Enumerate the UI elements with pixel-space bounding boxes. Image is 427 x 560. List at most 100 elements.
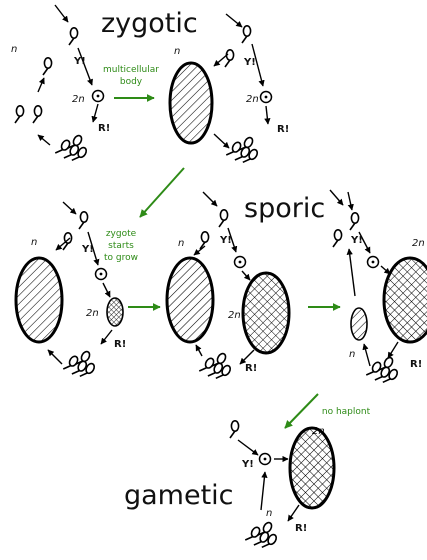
gamete-icon	[32, 105, 43, 124]
meiosis-label: R!	[295, 523, 307, 534]
gamete-icon	[224, 48, 235, 68]
arrow	[195, 344, 203, 357]
zygote-icon	[366, 255, 380, 269]
meiospore-cluster	[54, 132, 89, 166]
syngamy-label: Y!	[81, 244, 94, 255]
syngamy-label: Y!	[350, 235, 363, 246]
gamete-icon	[229, 419, 240, 439]
arrow	[347, 191, 354, 211]
small-haploid-body	[350, 307, 368, 341]
arrow	[91, 103, 99, 123]
gamete-icon	[349, 212, 360, 231]
arrow	[237, 439, 259, 456]
arrow	[264, 105, 271, 125]
haploid-body	[14, 256, 64, 344]
sporic-left-cycle: n Y! zygote starts to grow 2n R!	[14, 201, 138, 382]
meiosis-label: R!	[98, 123, 110, 134]
note-no-haplont: no haplont	[322, 407, 371, 417]
arrow	[62, 201, 77, 215]
gamete-icon	[78, 211, 89, 230]
arrow	[102, 282, 111, 298]
meiospore-cluster	[225, 134, 260, 168]
gamete-icon	[42, 56, 53, 76]
arrow	[77, 47, 93, 86]
syngamy-label: Y!	[243, 57, 256, 68]
gametic-cycle: Y! 2n R! n	[229, 419, 336, 553]
haploid-body	[165, 256, 215, 344]
meiosis-label: R!	[410, 359, 422, 370]
zygote-icon	[94, 267, 108, 281]
ploidy-n: n	[11, 44, 17, 55]
ploidy-n: n	[349, 349, 355, 360]
note-zygote-2: starts	[108, 241, 134, 251]
syngamy-label: Y!	[219, 235, 232, 246]
title-sporic: sporic	[244, 193, 325, 224]
gamete-icon	[218, 209, 229, 228]
note-zygote-1: zygote	[106, 229, 137, 239]
zygotic-cycle: n Y! 2n R! multicellular body n Y! 2n R!	[11, 4, 289, 168]
meiosis-label: R!	[114, 339, 126, 350]
meiospore-cluster	[244, 519, 279, 553]
arrow	[260, 471, 268, 511]
arrow	[213, 133, 230, 149]
syngamy-label: Y!	[73, 56, 86, 67]
ploidy-2n: 2n	[228, 310, 241, 321]
arrow	[358, 231, 371, 254]
arrow	[387, 341, 399, 359]
note-multicellular-1: multicellular	[103, 65, 159, 75]
arrow	[380, 265, 391, 275]
ploidy-2n: 2n	[246, 94, 259, 105]
arrow	[37, 134, 51, 146]
diploid-body	[241, 271, 291, 355]
syngamy-label: Y!	[241, 459, 254, 470]
arrow	[239, 349, 255, 365]
sporic-middle-cycle: n Y! 2n R!	[165, 191, 291, 384]
diploid-body	[168, 61, 214, 145]
sporic-right-cycle: Y! 2n n R!	[329, 189, 427, 388]
arrow	[193, 245, 206, 256]
arrow	[87, 231, 100, 266]
arrow	[100, 329, 113, 345]
ploidy-n: n	[178, 238, 184, 249]
arrow	[54, 4, 69, 23]
arrow	[329, 189, 344, 206]
gamete-icon	[241, 24, 252, 44]
title-gametic: gametic	[124, 480, 234, 511]
small-diploid-body	[106, 297, 124, 327]
ploidy-2n: 2n	[412, 238, 425, 249]
ploidy-n: n	[31, 237, 37, 248]
gamete-icon	[62, 232, 73, 251]
note-multicellular-2: body	[120, 77, 143, 87]
meiospore-cluster	[198, 350, 233, 384]
arrow	[202, 191, 218, 207]
note-zygote-3: to grow	[104, 253, 138, 263]
meiosis-label: R!	[245, 363, 257, 374]
meiospore-cluster	[62, 348, 97, 382]
arrow	[251, 43, 265, 87]
ploidy-n: n	[266, 508, 272, 519]
arrow	[362, 343, 371, 367]
arrow	[55, 237, 71, 251]
ploidy-2n: 2n	[72, 94, 85, 105]
arrow	[287, 504, 300, 522]
arrow	[225, 13, 243, 28]
ploidy-n: n	[174, 46, 180, 57]
arrow	[227, 227, 238, 253]
ploidy-2n: 2n	[86, 308, 99, 319]
gamete-icon	[14, 105, 25, 124]
arrow	[346, 248, 356, 297]
zygote-icon	[259, 90, 273, 104]
gamete-icon	[332, 229, 343, 248]
arrow	[47, 349, 63, 365]
gamete-icon	[68, 26, 79, 46]
diploid-body	[288, 426, 336, 510]
green-arrow	[139, 167, 185, 218]
meiospore-cluster	[365, 354, 400, 388]
diploid-body	[382, 256, 427, 344]
arrow	[37, 77, 45, 93]
zygote-icon	[233, 255, 247, 269]
zygote-icon	[258, 452, 272, 466]
meiosis-label: R!	[277, 124, 289, 135]
